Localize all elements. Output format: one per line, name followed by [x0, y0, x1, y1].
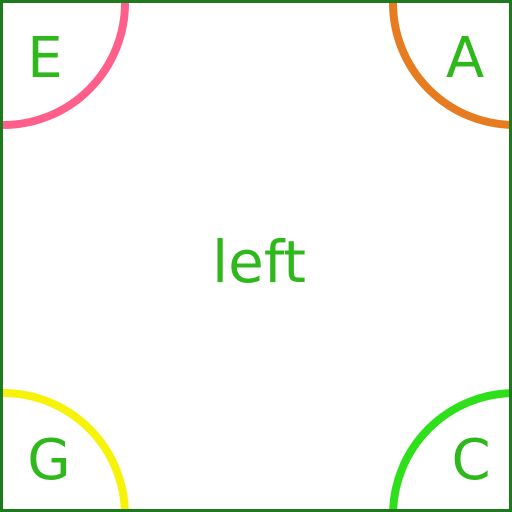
corner-label-bottom-right: C — [451, 428, 491, 493]
corner-label-bottom-left: G — [27, 428, 71, 493]
center-text: left — [212, 228, 306, 296]
corner-label-top-left: E — [27, 26, 63, 91]
corner-label-top-right: A — [445, 26, 485, 91]
